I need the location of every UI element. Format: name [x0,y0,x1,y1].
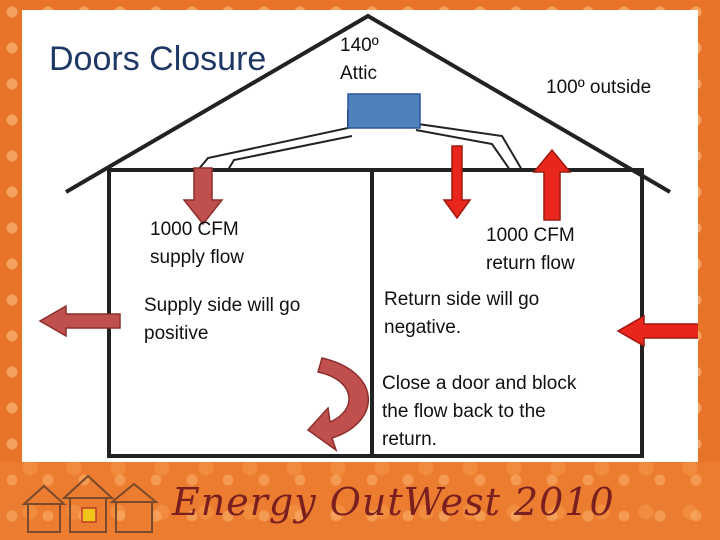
supply-duct [197,110,349,171]
leak-in-arrow [616,314,698,348]
attic-temperature: 140º Attic [340,35,379,84]
supply-note: Supply side will go positive [144,295,301,344]
houses-logo-icon [21,474,159,533]
page-title: Doors Closure [49,40,267,78]
blocked-flow-arrow [306,357,370,452]
house-diagram [38,13,698,458]
door-note: Close a door and block the flow back to … [382,373,577,450]
air-handler [347,93,421,129]
return-flow-label: 1000 CFM return flow [486,225,575,274]
supply-down-arrow [182,167,224,226]
return-duct-inner [415,129,511,171]
attic-down-arrow [442,145,472,220]
supply-flow-label: 1000 CFM supply flow [150,219,244,268]
roof-outline [64,13,672,194]
return-up-arrow [532,148,572,221]
house-walls [107,168,644,458]
leak-out-arrow [38,304,121,338]
footer-brand: Energy OutWest 2010 [172,480,615,524]
outside-temperature: 100º outside [546,77,652,98]
slide-canvas: Doors Closure 140º Attic 100º outside 10… [22,10,698,462]
return-note: Return side will go negative. [384,289,540,338]
supply-duct-inner [227,135,353,171]
